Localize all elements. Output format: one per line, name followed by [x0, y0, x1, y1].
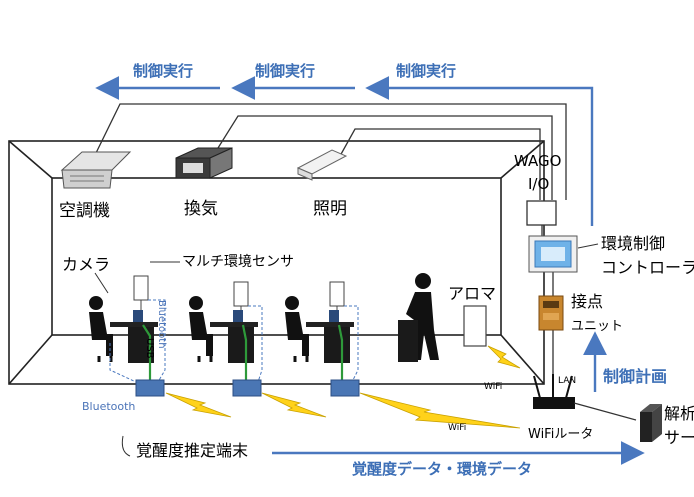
router-server-link [573, 402, 637, 421]
bluetooth-label: Bluetooth [82, 400, 135, 413]
control-exec-label-3: 制御実行 [396, 62, 456, 80]
terminal-box-3 [330, 379, 360, 397]
person-icon [89, 296, 103, 310]
workstation-3 [285, 281, 359, 383]
wago-io-box [526, 200, 557, 226]
camera-icon [233, 310, 243, 322]
wago-label-line2: I/O [528, 175, 549, 193]
control-plan-label: 制御計画 [603, 367, 667, 386]
workstation-2 [189, 281, 263, 383]
standing-person-icon [398, 273, 439, 362]
multi-sensor-label: マルチ環境センサ [182, 254, 294, 270]
wifi-bolts [165, 345, 521, 429]
contact-label-line2: ユニット [571, 319, 623, 334]
terminal-label: 覚醒度推定端末 [136, 441, 248, 460]
contact-unit-icon [538, 295, 564, 331]
wifi-label-2: WiFi [448, 423, 466, 433]
control-wiring [95, 103, 567, 395]
aroma-label: アロマ [448, 284, 496, 303]
control-exec-label-2: 制御実行 [255, 62, 315, 80]
env-controller-icon [528, 235, 578, 273]
wifi-router-label: WiFiルータ [528, 427, 593, 442]
analysis-server-label-line2: サー [664, 428, 694, 447]
aircon-unit-icon [60, 151, 132, 189]
person-icon [285, 296, 299, 310]
person-icon [189, 296, 203, 310]
multi-sensor-icon [329, 281, 345, 307]
ventilation-unit-icon [175, 147, 233, 179]
camera-label: カメラ [62, 255, 110, 274]
wago-label-line1: WAGO [514, 152, 561, 170]
env-controller-label-line1: 環境制御 [601, 234, 665, 253]
analysis-server-label-line1: 解析 [664, 404, 694, 423]
lan-label: LAN [558, 376, 576, 386]
control-exec-arrows [95, 76, 594, 226]
multi-sensor-icon [133, 275, 149, 301]
terminals [135, 379, 360, 397]
workstation-1 [89, 275, 166, 383]
control-exec-label-1: 制御実行 [133, 62, 193, 80]
ventilation-label: 換気 [184, 199, 218, 219]
terminal-box-1 [135, 379, 165, 397]
lighting-label: 照明 [313, 199, 347, 219]
camera-icon [329, 310, 339, 322]
data-flow-label: 覚醒度データ・環境データ [352, 460, 532, 478]
wifi-label-1: WiFi [484, 382, 502, 392]
aircon-label: 空調機 [59, 201, 110, 221]
desk-icon [228, 327, 254, 363]
desk-icon [324, 327, 350, 363]
env-controller-label-line2: コントローラ [601, 258, 694, 277]
lighting-fixture-icon [296, 149, 348, 181]
aroma-diffuser-icon [463, 305, 487, 347]
camera-icon [133, 310, 143, 322]
multi-sensor-icon [233, 281, 249, 307]
terminal-box-2 [232, 379, 262, 397]
analysis-server-icon [640, 404, 662, 442]
bluetooth-vertical-label: Bluetooth [156, 300, 167, 349]
usb-vertical-label: USB [144, 338, 155, 359]
contact-label-line1: 接点 [571, 292, 603, 311]
